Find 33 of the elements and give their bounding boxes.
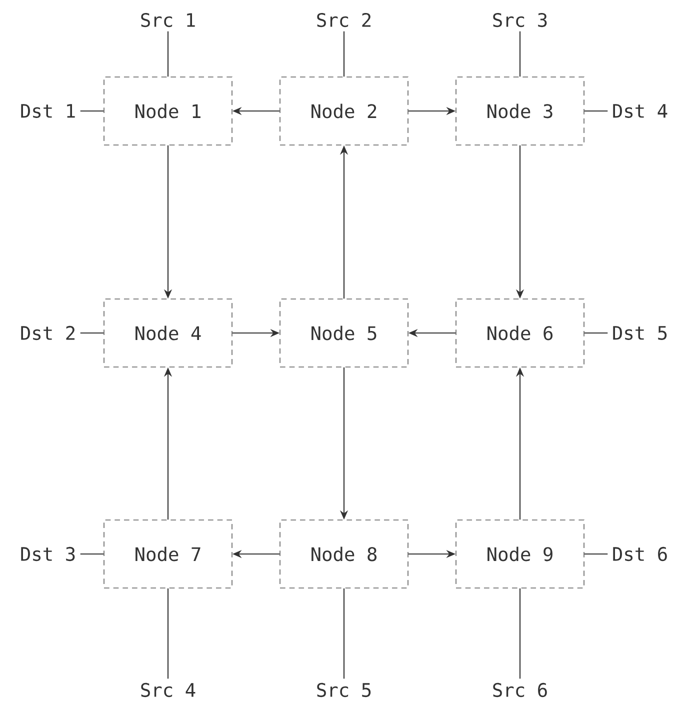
node-box: Node 8 (280, 520, 408, 588)
connector-line (519, 588, 521, 679)
connector-line (80, 332, 104, 334)
connector-line (167, 31, 169, 77)
text-label: Src 6 (493, 682, 547, 698)
text-label: Src 5 (317, 682, 371, 698)
connector-line (519, 31, 521, 77)
text-label: Dst 6 (613, 546, 667, 562)
connector-line (584, 110, 608, 112)
connector-line (584, 332, 608, 334)
text-label: Dst 5 (613, 326, 667, 340)
node-box: Node 4 (104, 298, 232, 368)
node-box: Node 5 (280, 298, 408, 368)
connector-line (584, 553, 608, 555)
connector-line (167, 588, 169, 679)
node-box: Node 9 (456, 520, 584, 588)
connector-line (80, 110, 104, 112)
text-label: Dst 2 (21, 326, 75, 340)
text-label: Src 2 (317, 12, 370, 28)
connector-line (80, 553, 104, 555)
node-box: Node 2 (280, 76, 408, 146)
text-label: Dst 1 (21, 104, 75, 118)
node-box: Node 3 (456, 76, 584, 146)
node-box: Node 1 (104, 76, 232, 146)
connector-line (343, 31, 345, 77)
node-box: Node 6 (456, 298, 584, 368)
text-label: Src 4 (141, 682, 196, 698)
text-label: Dst 4 (613, 104, 668, 118)
text-label: Dst 3 (21, 546, 75, 562)
connector-line (343, 588, 345, 679)
node-box: Node 7 (104, 520, 232, 588)
text-label: Src 1 (141, 12, 195, 28)
text-label: Src 3 (493, 12, 547, 28)
